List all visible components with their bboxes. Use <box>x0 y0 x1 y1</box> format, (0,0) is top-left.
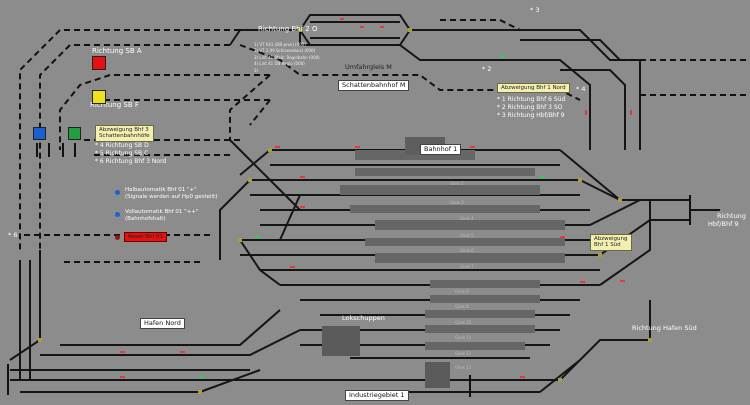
track-arrow-1[interactable] <box>36 143 42 157</box>
platform-gleis-11 <box>425 325 535 333</box>
label-hafen-nord: Hafen Nord <box>140 318 185 330</box>
label-umfahrgleis: Umfahrgleis M <box>345 63 392 71</box>
track-select-green-button[interactable] <box>68 127 81 140</box>
vollautomatik-label: Vollautomatik Bhf 01 "++" (Bahnhofshalt) <box>125 209 198 222</box>
track-arrow-4[interactable] <box>74 143 80 157</box>
platform-gleis-2 <box>355 168 535 176</box>
info-box-abzweigung-bhf3: Abzweigung Bhf 3 Schattenbahnhöfe <box>95 125 154 142</box>
label-num2: * 2 <box>482 65 492 73</box>
label-richtung-bhf2o: Richtung Bhf 2 O <box>258 25 318 33</box>
label-num4: * 4 <box>576 85 586 93</box>
halbautomatik-line2: (Signale werden auf Hp0 gestellt) <box>125 193 218 200</box>
platform-gleis-10 <box>425 310 535 318</box>
platform-gleis-8 <box>430 280 540 288</box>
gleis-label: Gleis 5 <box>460 233 474 238</box>
platform-gleis-7 <box>375 253 565 263</box>
platform-gleis-6 <box>365 238 565 246</box>
label-schattenbahnhof: Schattenbahnhof M <box>338 80 410 92</box>
train-list-item: 3) Lint 41 Pfalz. Regiobahn (000) <box>254 54 320 60</box>
reset-indicator-icon <box>115 235 120 240</box>
gleis-label: Gleis 4 <box>460 216 474 221</box>
info-box-line: Abzweigung Bhf 3 <box>99 127 149 133</box>
label-bahnhof1: Bahnhof 1 <box>420 144 462 156</box>
label-richtung-bhf9-line1: Richtung <box>717 212 746 220</box>
halbautomatik-button[interactable] <box>115 190 120 195</box>
platform-gleis-1 <box>355 150 475 160</box>
legend-row: * 1 Richtung Bhf 6 Süd <box>497 96 566 103</box>
sb-a-signal-button[interactable] <box>92 56 106 70</box>
label-num3: * 3 <box>530 6 540 14</box>
info-box-line: Abzweigung Bhf 1 Nord <box>501 85 566 91</box>
industry-building <box>425 362 450 388</box>
train-list-item: 4) Lint 41 DB Regio (000) <box>254 61 305 67</box>
info-box-abzweigung-bhf1-sued: Abzweigung Bhf 1 Süd <box>590 234 632 251</box>
reset-bhf01-button[interactable]: Reset Bhf 01 <box>124 232 168 242</box>
train-list-item: 5) <box>254 67 259 73</box>
track-arrow-3[interactable] <box>62 143 68 157</box>
label-richtung-bhf9-line2: Hbf/Bhf 9 <box>708 220 739 228</box>
platform-gleis-5 <box>375 220 565 230</box>
vollautomatik-button[interactable] <box>115 212 120 217</box>
track-arrow-2[interactable] <box>48 143 54 157</box>
lokschuppen-building <box>322 326 360 356</box>
gleis-label: Gleis 12 <box>455 351 472 356</box>
gleis-label: Gleis 13 <box>455 365 472 370</box>
platform-gleis-12 <box>425 342 525 350</box>
vollautomatik-line1: Vollautomatik Bhf 01 "++" <box>125 209 199 215</box>
train-list-item: 2) VT 2.09 Schienenbus) (000) <box>254 48 316 54</box>
gleis-label: Gleis 11 <box>455 335 472 340</box>
gleis-label: Gleis 2 <box>450 181 464 186</box>
label-richtung-sbf: Richtung SB F <box>90 101 139 109</box>
halbautomatik-label: Halbautomatik Bhf 01 "+" (Signale werden… <box>125 187 217 200</box>
info-box-line: Bhf 1 Süd <box>594 242 621 249</box>
label-richtung-sba: Richtung SB A <box>92 47 142 55</box>
train-list-item: 1) VT 641 (DB-pros) (000) <box>254 42 306 47</box>
info-box-abzweigung-bhf1-nord: Abzweigung Bhf 1 Nord <box>497 83 570 94</box>
legend-row: * 5 Richtung SB C <box>95 150 149 158</box>
legend-row: * 3 Richtung Hbf/Bhf 9 <box>497 112 565 120</box>
legend-right-directions: * 1 Richtung Bhf 6 Süd * 2 Richtung Bhf … <box>497 96 565 120</box>
shadow-station-train-list: 1) VT 641 (DB-pros) (000) 2) VT 2.09 Sch… <box>254 42 320 74</box>
gleis-label: Gleis 3 <box>450 200 464 205</box>
legend-row: * 4 Richtung SB D <box>95 142 149 149</box>
gleis-label: Gleis 8 <box>455 289 469 294</box>
label-lokschuppen: Lokschuppen <box>342 314 385 322</box>
label-industriegebiet: Industriegebiet 1 <box>345 390 409 402</box>
gleis-label: Gleis 9 <box>455 304 469 309</box>
gleis-label: Gleis 10 <box>455 320 472 325</box>
sb-f-signal-button[interactable] <box>92 90 106 104</box>
gleis-label: Gleis 6 <box>460 248 474 253</box>
platform-gleis-9 <box>430 295 540 303</box>
track-select-blue-button[interactable] <box>33 127 46 140</box>
info-box-line: Abzweigung <box>594 236 628 242</box>
label-richtung-hafen-sued: Richtung Hafen Süd <box>632 324 697 332</box>
halbautomatik-line1: Halbautomatik Bhf 01 "+" <box>125 187 197 193</box>
info-box-line: Schattenbahnhöfe <box>99 133 150 140</box>
legend-left-directions: * 4 Richtung SB D * 5 Richtung SB C * 6 … <box>95 142 166 166</box>
platform-gleis-3 <box>340 185 540 195</box>
platform-gleis-4 <box>350 205 540 213</box>
legend-row: * 6 Richtung Bhf 3 Nord <box>95 158 167 166</box>
label-num6: * 6 <box>8 231 18 239</box>
legend-row: * 2 Richtung Bhf 3 SO <box>497 104 563 112</box>
gleis-label: Gleis 7 <box>460 264 474 269</box>
vollautomatik-line2: (Bahnhofshalt) <box>125 215 166 222</box>
